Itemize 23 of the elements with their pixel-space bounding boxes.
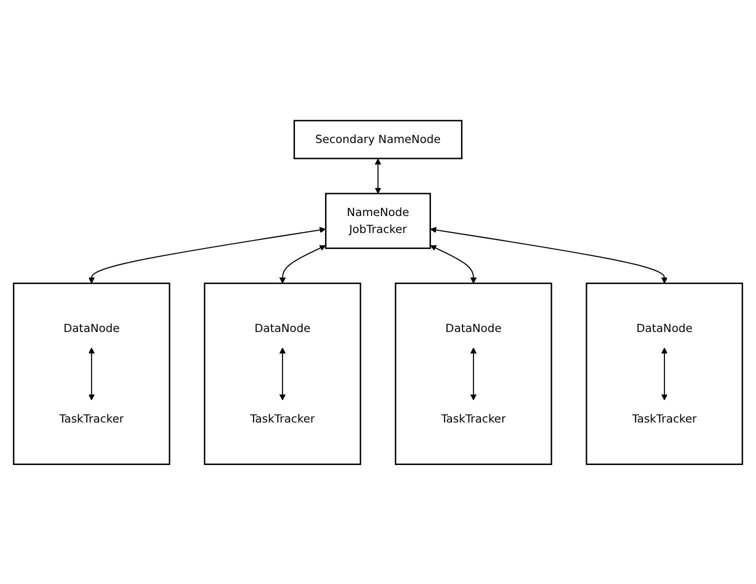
arrow [374,158,382,194]
cluster [394,282,552,465]
arrow [88,226,326,284]
node-text: DataNode [64,321,120,334]
node-text: TaskTracker [441,412,506,425]
arrow [88,347,95,400]
arrow [279,244,326,284]
cluster [12,282,170,465]
arrow [430,244,477,284]
arrow [430,226,668,284]
cluster [586,282,744,465]
node-text: DataNode [636,321,692,334]
node-box: Secondary NameNode [294,119,462,159]
cluster [204,282,362,465]
node-text: TaskTracker [59,412,124,425]
node-text: DataNode [445,321,502,334]
node-box: NameNode JobTracker [325,192,431,249]
node-text: TaskTracker [632,412,697,425]
arrow [470,347,477,400]
node-text: TaskTracker [250,412,315,425]
arrow [661,347,668,400]
node-text: DataNode [254,321,311,334]
arrow [279,347,286,400]
